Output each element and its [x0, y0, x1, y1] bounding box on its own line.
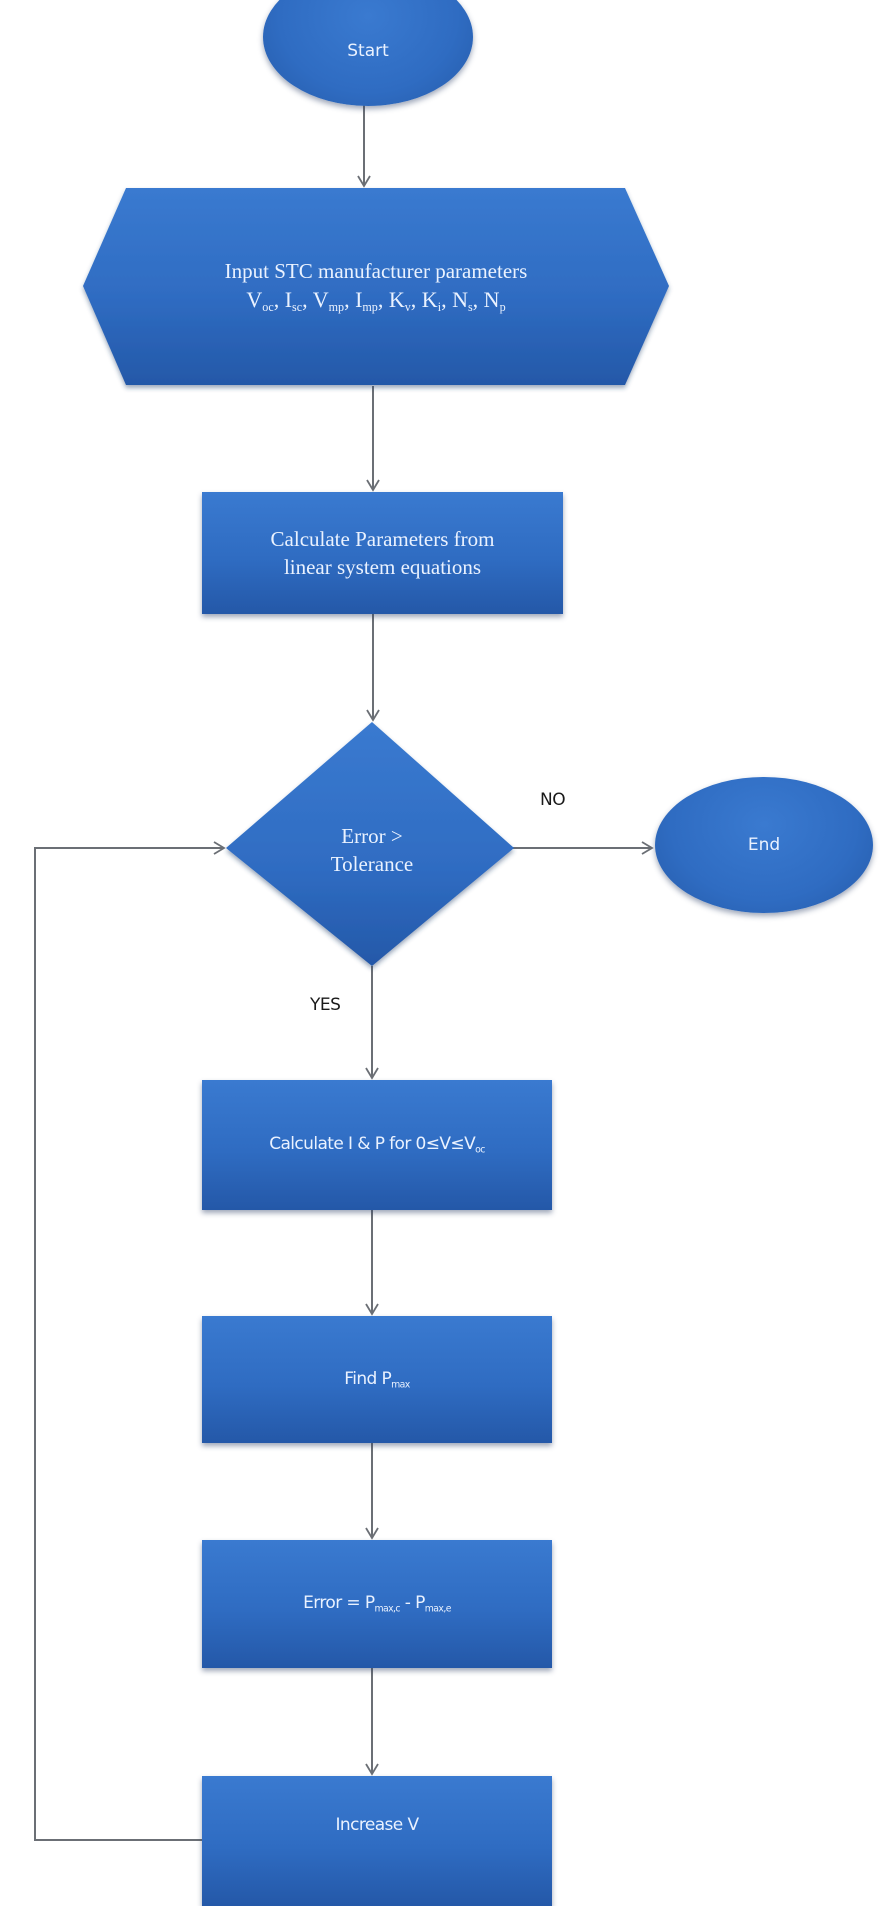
increase-v-label: Increase V [335, 1815, 420, 1835]
param-ns: Ns, [452, 287, 484, 315]
decision-line2: Tolerance [330, 852, 414, 876]
input-node: Input STC manufacturer parameters Voc, I… [126, 188, 626, 385]
edge-label-yes: YES [310, 995, 341, 1015]
increase-v-node: Increase V [202, 1776, 552, 1906]
start-label: Start [347, 41, 389, 61]
param-vmp: Vmp, [312, 287, 356, 315]
error-label: Error = Pmax,c - Pmax,e [303, 1593, 451, 1615]
end-label: End [747, 835, 781, 855]
calc-params-line2: linear system equations [283, 555, 482, 579]
param-kv: Kv, [388, 287, 422, 315]
param-ki: Ki, [421, 287, 453, 315]
find-pmax-node: Find Pmax [202, 1316, 552, 1443]
decision-node: Error > Tolerance [262, 790, 482, 910]
param-voc: Voc, [246, 287, 285, 315]
input-params: Voc, Isc, Vmp, Imp, Kv, Ki, Ns, Np [246, 285, 505, 316]
calc-ip-node: Calculate I & P for 0≤V≤Voc [202, 1080, 552, 1210]
error-node: Error = Pmax,c - Pmax,e [202, 1540, 552, 1668]
start-node: Start [263, 0, 473, 106]
decision-line1: Error > [341, 823, 403, 848]
calc-params-line1: Calculate Parameters from [270, 526, 495, 551]
input-line1: Input STC manufacturer parameters [224, 259, 528, 284]
param-imp: Imp, [355, 287, 389, 315]
edge-label-no: NO [540, 790, 566, 810]
find-pmax-label: Find Pmax [344, 1368, 410, 1391]
param-np: Np [483, 287, 506, 315]
edge-increase-v-to-decision [34, 841, 226, 1841]
calc-params-node: Calculate Parameters from linear system … [202, 492, 563, 614]
end-node: End [655, 777, 873, 913]
calc-ip-label: Calculate I & P for 0≤V≤Voc [269, 1134, 485, 1156]
param-isc: Isc, [284, 287, 313, 315]
